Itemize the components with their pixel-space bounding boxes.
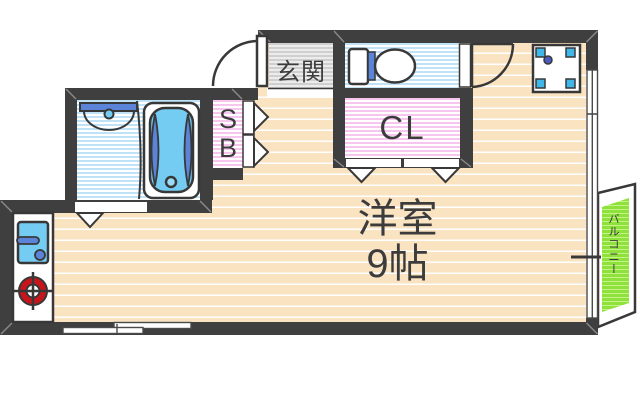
toilet-tank — [347, 47, 370, 86]
wall-cl-right — [460, 88, 473, 168]
balcony-label: バルコニー — [607, 213, 619, 276]
openings — [74, 100, 462, 229]
wall-bath-left — [65, 88, 77, 200]
walls — [0, 30, 598, 335]
closet-room — [345, 98, 460, 158]
toilet-bowl — [373, 48, 417, 84]
corner-miters — [0, 30, 598, 335]
entrance-room — [269, 43, 333, 88]
toilet-door-threshold — [458, 43, 472, 88]
washpan-corner — [535, 78, 546, 89]
cl-door-opening-right — [404, 159, 459, 167]
entrance-door-arc — [211, 39, 259, 87]
bathtub-rim-right — [183, 113, 193, 187]
cl-door-arrow-left — [345, 167, 378, 184]
bottom-window-sash-upper — [113, 321, 192, 330]
washroom-door-arrow — [74, 212, 106, 229]
toilet-fixture — [347, 47, 417, 86]
sb-door-arrow-top — [253, 100, 270, 134]
shoebox-label-b: B — [218, 133, 237, 163]
washpan-corner — [535, 47, 546, 58]
washpan-corner — [565, 47, 576, 58]
wall-entrance-toilet — [333, 30, 345, 168]
outside-area-left — [0, 88, 65, 200]
wall-bath-sb — [200, 100, 213, 200]
bathtub-inner — [148, 106, 195, 194]
wall-left — [0, 200, 13, 335]
wall-top — [258, 30, 598, 43]
wall-sb-bottom — [213, 168, 243, 180]
gas-burner — [14, 272, 52, 310]
entrance-door-leaf — [255, 34, 269, 88]
sb-door-panel-top — [242, 100, 255, 135]
sb-door-arrow-bottom — [253, 135, 270, 169]
washroom-door-opening — [75, 202, 147, 212]
bath-partition-curve — [136, 100, 142, 200]
wall-cl-bottom — [333, 158, 473, 168]
washbasin-bowl — [83, 110, 135, 131]
entrance-step — [267, 88, 333, 98]
washpan-faucet — [543, 55, 553, 65]
main-room-label: 洋室 9帖 — [300, 197, 495, 287]
washing-machine-pan — [531, 43, 582, 94]
toilet-door — [458, 42, 515, 89]
kitchen-sink-drain — [34, 249, 46, 261]
balcony-deck — [602, 198, 629, 312]
sb-door-panel-bottom — [242, 134, 255, 168]
entrance-door — [211, 34, 269, 88]
washbasin-drain — [103, 108, 115, 120]
kitchen-counter — [11, 211, 55, 324]
shoebox-room — [213, 100, 243, 168]
closet-label: CL — [379, 109, 426, 146]
shoebox-label-s: S — [218, 104, 237, 134]
cl-door-opening-left — [346, 159, 401, 167]
washbasin — [79, 102, 138, 131]
bathtub — [142, 101, 201, 200]
wall-cl-top — [345, 88, 473, 98]
sliding-window-right — [571, 69, 601, 319]
bottom-window-sash-lower — [62, 326, 144, 335]
sliding-window-bottom — [62, 321, 192, 335]
entrance-label: 玄関 — [276, 59, 326, 86]
bathtub-rim-left — [150, 113, 160, 187]
wall-bath-top — [65, 88, 258, 100]
cl-door-arrow-right — [429, 167, 462, 184]
toilet-door-arc — [471, 43, 515, 89]
bathtub-drain — [164, 175, 178, 189]
main-room-name: 洋室 — [357, 197, 438, 241]
kitchen-faucet — [16, 236, 40, 245]
main-room-size: 9帖 — [366, 242, 429, 286]
washpan-corner — [565, 78, 576, 89]
shoebox-label: S B — [213, 100, 243, 168]
